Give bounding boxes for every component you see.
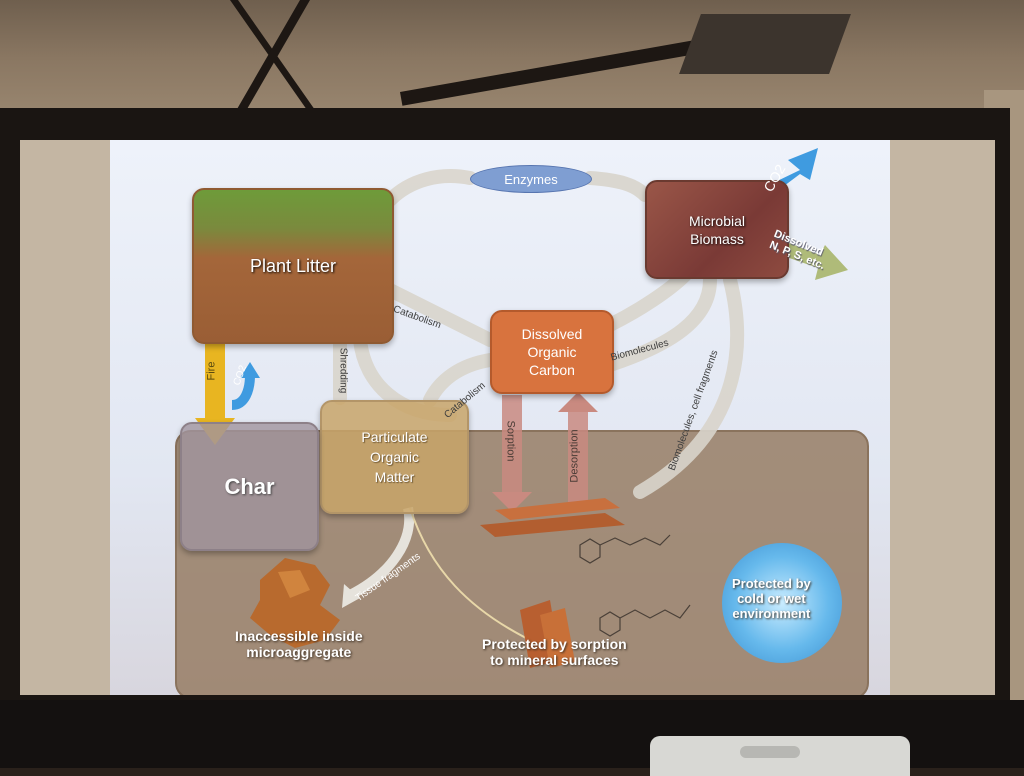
tissue-fragments-arrow bbox=[342, 506, 415, 608]
protected-sorption-line2: to mineral surfaces bbox=[490, 652, 619, 668]
protected-sorption-line1: Protected by sorption bbox=[482, 636, 627, 652]
sorption-label: Sorption bbox=[504, 420, 517, 462]
microaggregate bbox=[250, 558, 340, 648]
protected-cold-line2: cold or wet bbox=[737, 591, 806, 606]
microbial-label-line1: Microbial bbox=[688, 212, 745, 229]
pom-label-line1: Particulate bbox=[361, 429, 428, 445]
doc-label-line1: Dissolved bbox=[521, 326, 583, 342]
arrow-litter-to-enzymes bbox=[383, 169, 477, 207]
fire-label: Fire bbox=[205, 361, 218, 381]
plant-litter-box: Plant Litter bbox=[192, 188, 394, 344]
microbial-biomass-box: Microbial Biomass bbox=[645, 180, 789, 279]
pom-to-mineral-curve bbox=[409, 507, 531, 641]
doc-label-line2: Organic bbox=[527, 344, 577, 360]
inaccessible-label: Inaccessible inside microaggregate bbox=[235, 628, 363, 660]
desorption-arrow bbox=[558, 392, 598, 510]
dissolved-organic-carbon-box: Dissolved Organic Carbon bbox=[490, 310, 614, 394]
protected-cold-line1: Protected by bbox=[732, 576, 811, 591]
microbial-label-line2: Biomass bbox=[690, 230, 744, 247]
arrow-litter-to-doc bbox=[383, 283, 497, 347]
char-label: Char bbox=[224, 473, 275, 499]
arrow-microbial-to-soil bbox=[633, 273, 745, 499]
pom-label-line2: Organic bbox=[369, 449, 420, 465]
ceiling-vent bbox=[679, 14, 851, 74]
particulate-organic-matter-box: Particulate Organic Matter bbox=[320, 400, 469, 514]
plant-litter-label: Plant Litter bbox=[249, 255, 337, 276]
protected-cold-line3: environment bbox=[732, 606, 811, 621]
mineral-plates bbox=[480, 498, 625, 537]
enzymes-node: Enzymes bbox=[470, 165, 592, 193]
doc-label-line3: Carbon bbox=[529, 362, 575, 378]
slide: Enzymes Plant Litter Microbial Biomass C… bbox=[110, 140, 890, 695]
projector-lens bbox=[740, 746, 800, 758]
protected-cold-label: Protected by cold or wet environment bbox=[732, 576, 811, 621]
pom-label-line3: Matter bbox=[374, 469, 415, 485]
sorption-arrow bbox=[492, 395, 532, 512]
desorption-label: Desorption bbox=[568, 429, 581, 483]
cycle-arrows bbox=[333, 169, 745, 499]
shredding-label: Shredding bbox=[337, 347, 349, 394]
arrow-microbial-to-doc bbox=[603, 273, 717, 372]
protected-sorption-label: Protected by sorption to mineral surface… bbox=[482, 636, 627, 668]
co2-fire-arrow bbox=[231, 362, 260, 410]
molecule-sketches bbox=[579, 534, 691, 637]
arrow-doc-to-microbial bbox=[603, 268, 692, 332]
snowflake-icon bbox=[722, 543, 842, 663]
char-box: Char bbox=[180, 422, 319, 551]
inaccessible-line1: Inaccessible inside bbox=[235, 628, 363, 644]
mineral-surface-sticks bbox=[520, 600, 575, 668]
inaccessible-line2: microaggregate bbox=[246, 644, 352, 660]
arrow-enzymes-to-microbial bbox=[583, 171, 652, 202]
arrow-pom-to-doc bbox=[423, 353, 497, 407]
